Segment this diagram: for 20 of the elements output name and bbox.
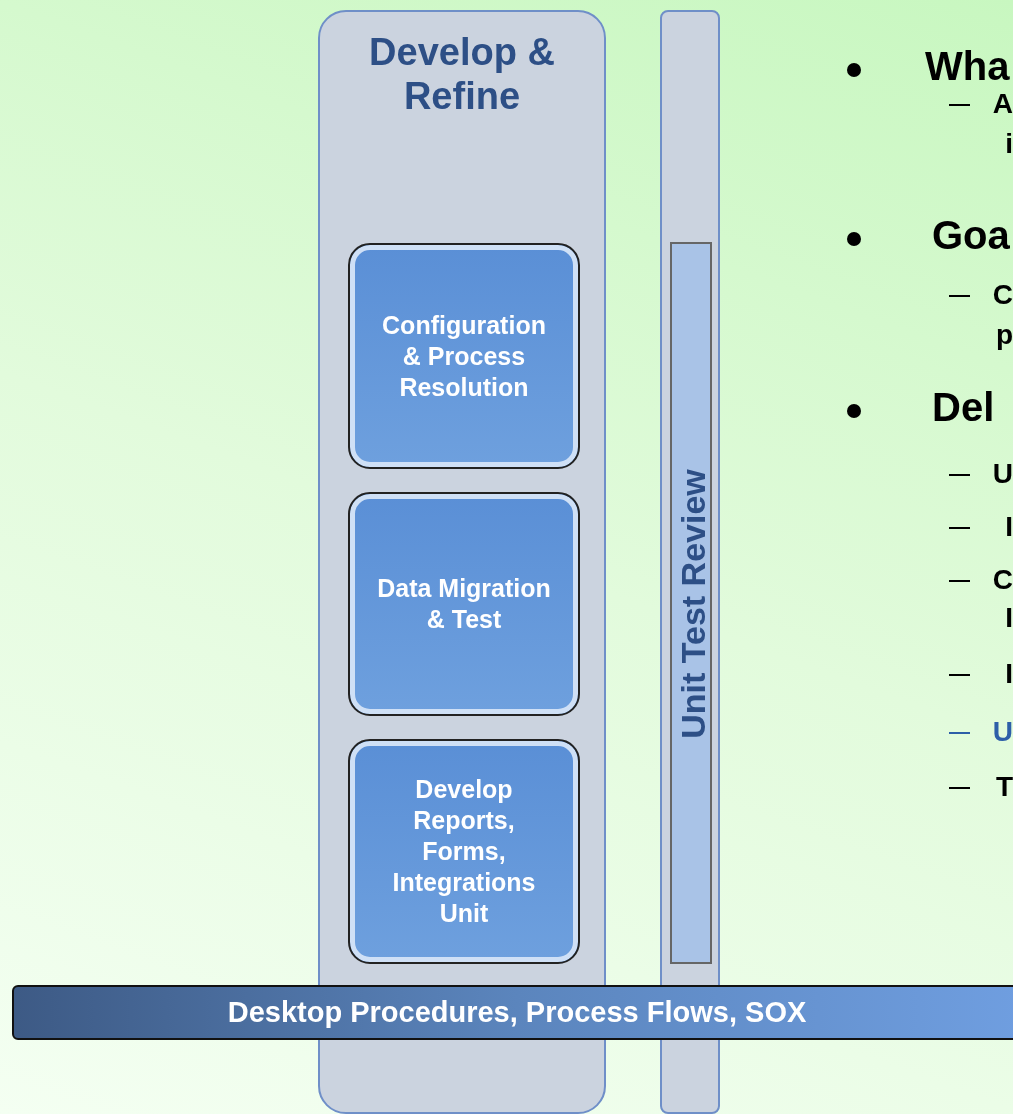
process-box: Data Migration & Test (348, 492, 580, 716)
list-item-text: T (995, 771, 1013, 803)
list-item-text: C (992, 564, 1013, 596)
column-heading: Develop & Refine (368, 30, 556, 118)
list-item-text: U (992, 716, 1013, 748)
process-box: Develop Reports, Forms, Integrations Unit (348, 739, 580, 964)
process-box: Configuration & Process Resolution (348, 243, 580, 469)
vertical-label: Unit Test Review (673, 469, 713, 739)
list-item-text: I (1005, 658, 1013, 690)
banner-bar: Desktop Procedures, Process Flows, SOX (12, 985, 1013, 1040)
bullet-heading: Goa (932, 213, 1010, 258)
list-item-text: U (992, 458, 1013, 490)
bullet-heading: Wha (925, 44, 1010, 89)
list-item-text: C (992, 279, 1013, 311)
list-item-text: I (1005, 511, 1013, 543)
list-item-text: A (992, 88, 1013, 120)
list-item-text: i (1005, 128, 1013, 160)
list-item-text: p (995, 319, 1013, 351)
bullet-heading: Del (932, 385, 995, 430)
list-item-text: I (1005, 602, 1013, 634)
